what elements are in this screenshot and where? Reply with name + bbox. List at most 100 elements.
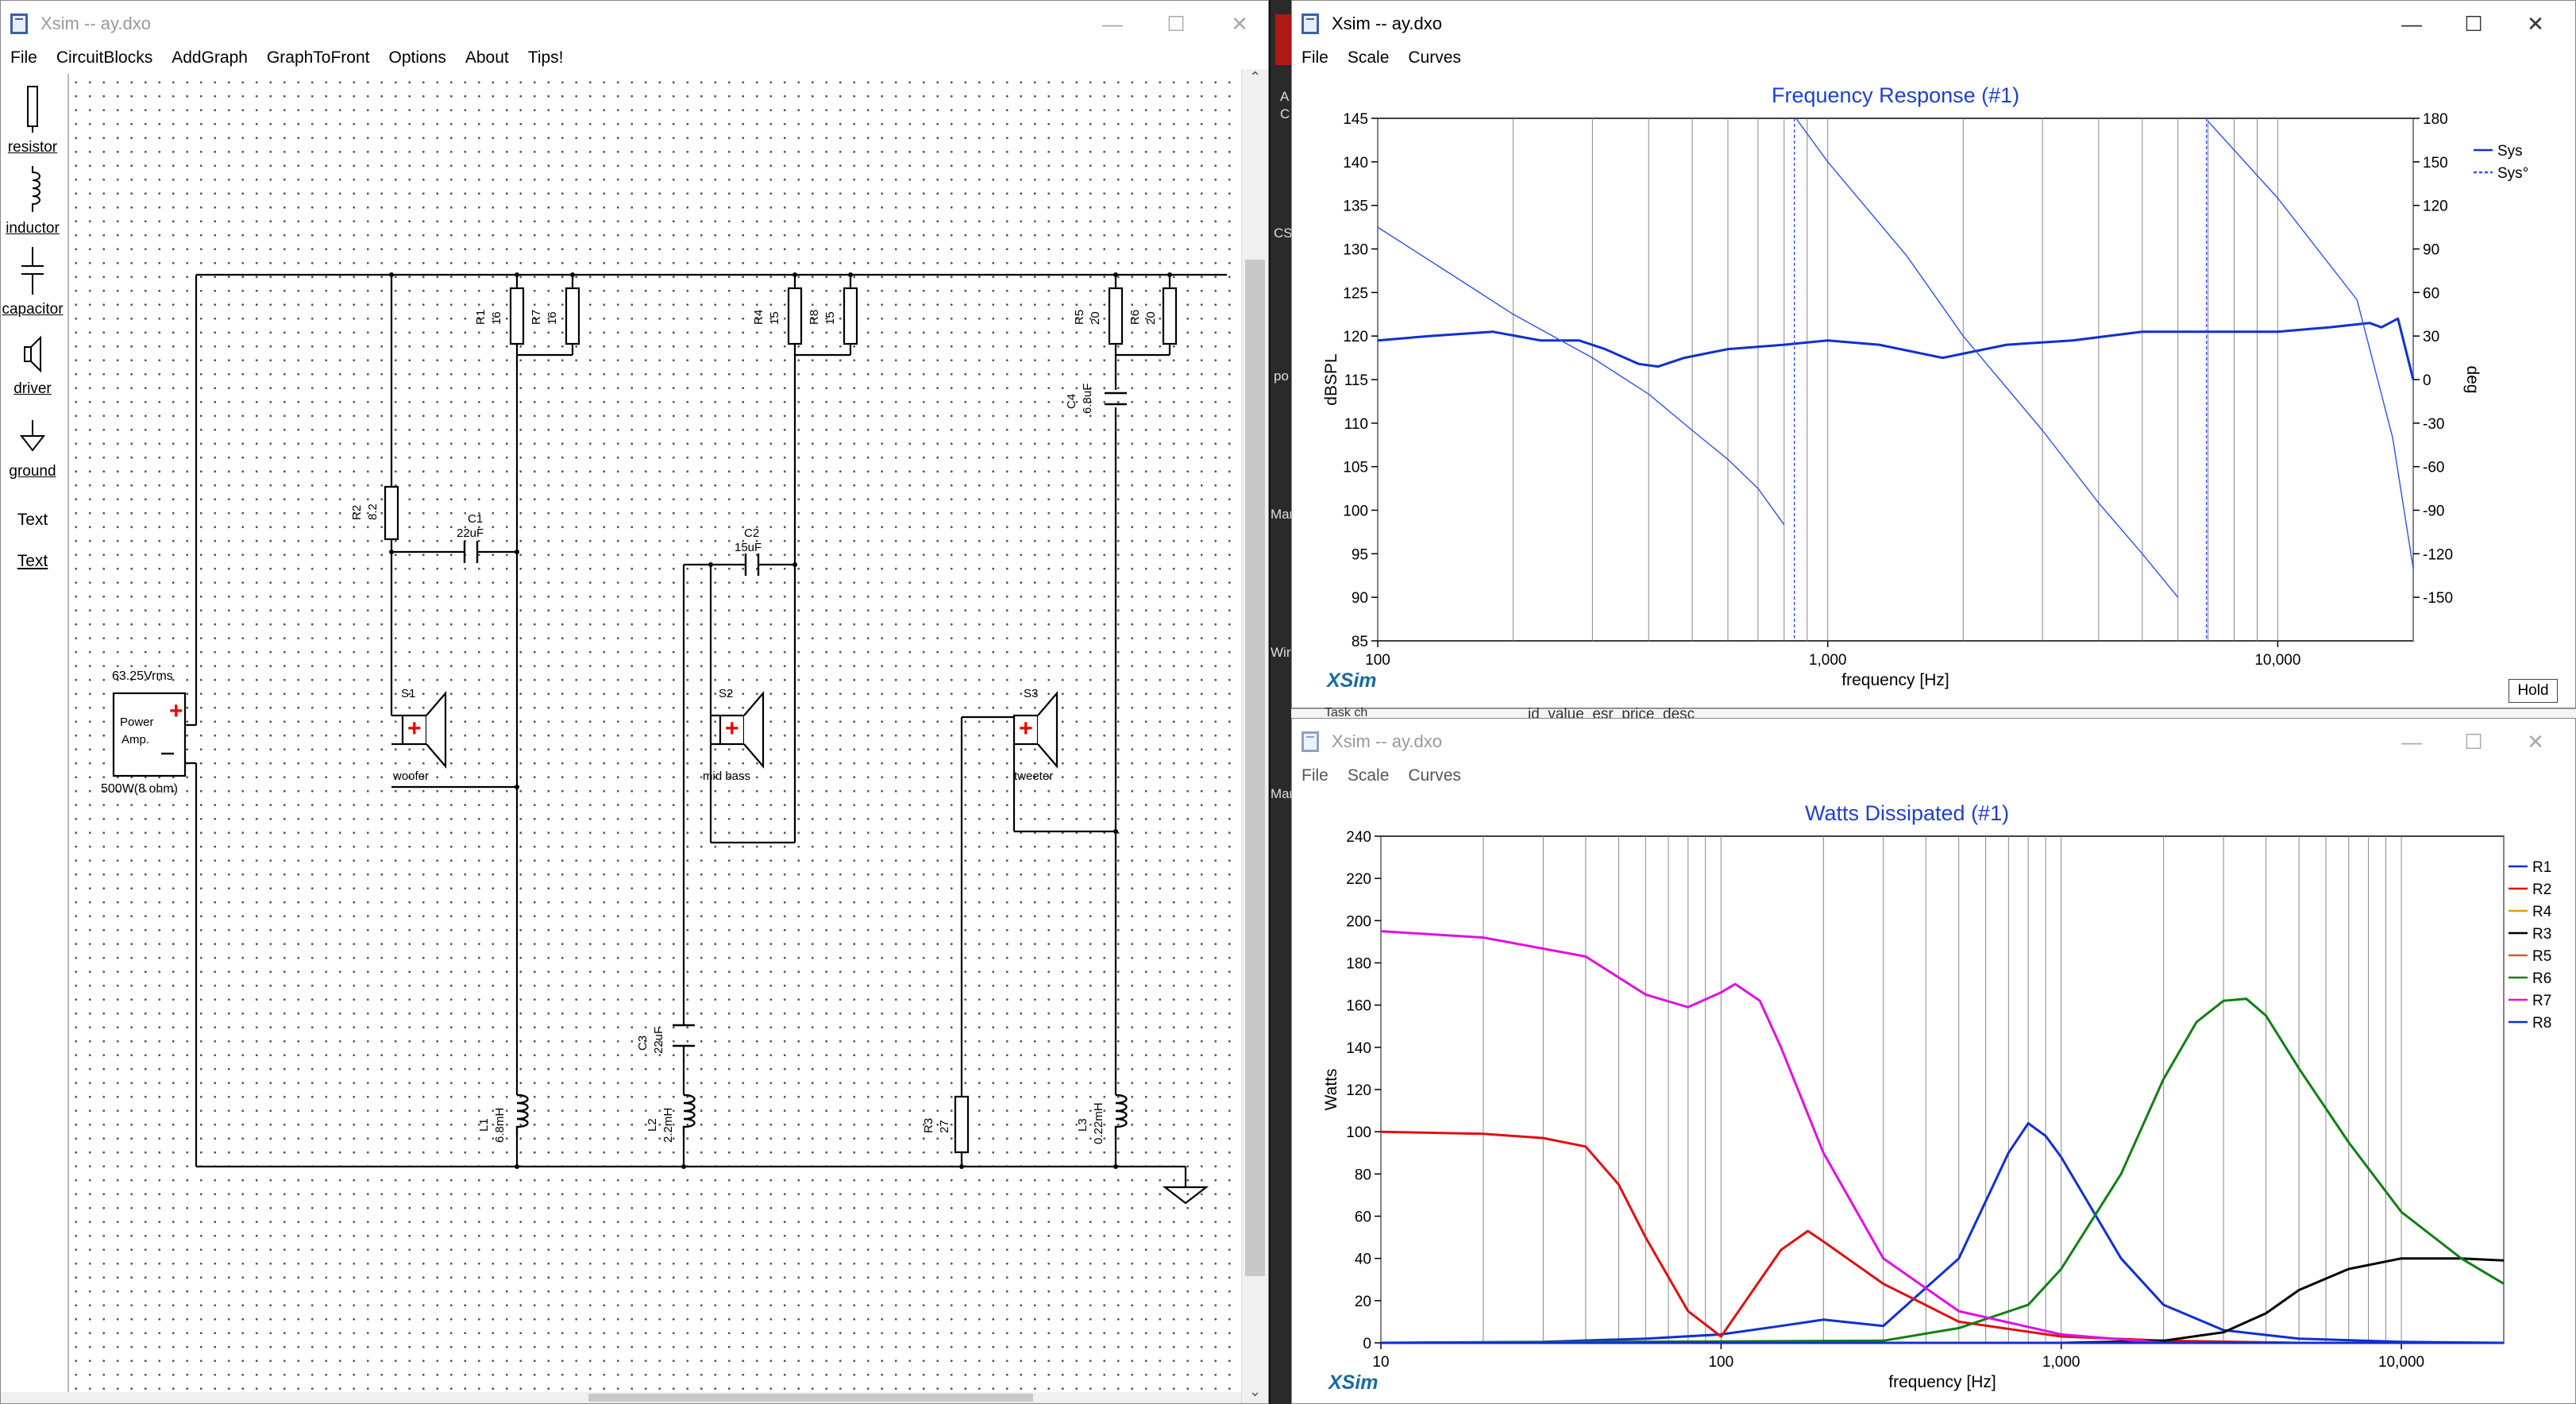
label-S1-type: woofer	[393, 770, 430, 783]
menu-file[interactable]: File	[10, 48, 37, 67]
scroll-down-icon[interactable]: ⌄	[1248, 1383, 1262, 1399]
y2-tick-label: 120	[2423, 199, 2448, 215]
hscroll-thumb[interactable]	[588, 1394, 1033, 1402]
watts-titlebar[interactable]: Xsim -- ay.dxo	[1292, 719, 2575, 765]
y2-tick-label: -150	[2423, 590, 2453, 607]
menu-curves[interactable]: Curves	[1408, 48, 1461, 67]
amp-rating: 500W(8 ohm)	[101, 782, 178, 796]
menu-curves[interactable]: Curves	[1408, 766, 1461, 785]
tool-resistor[interactable]: resistor	[1, 83, 64, 156]
series-line-R7	[1380, 930, 2164, 1344]
background-task-text: Task ch	[1325, 706, 1368, 719]
x-tick-label: 10,000	[2378, 1354, 2424, 1371]
menu-tips[interactable]: Tips!	[527, 48, 564, 67]
y2-axis-label: deg	[2463, 365, 2482, 393]
menu-options[interactable]: Options	[388, 48, 446, 67]
background-snippet: Wir	[1271, 645, 1291, 660]
minimize-icon[interactable]: —	[2401, 729, 2422, 754]
background-snippet: A	[1280, 89, 1290, 104]
tool-driver[interactable]: driver	[1, 334, 64, 398]
label-C2: C2	[744, 526, 760, 540]
tool-capacitor[interactable]: capacitor	[1, 245, 64, 318]
horizontal-scrollbar[interactable]	[1, 1392, 1241, 1403]
y-tick-label: 130	[1343, 242, 1368, 259]
menu-about[interactable]: About	[465, 48, 509, 67]
legend-entry: Sys°	[2497, 165, 2528, 182]
label-L1: L1	[477, 1118, 491, 1132]
schematic-diagram: + +++	[112, 272, 1227, 1205]
menu-file[interactable]: File	[1301, 48, 1328, 67]
tool-ground-label: ground	[9, 463, 56, 480]
label-S3-type: tweeter	[1014, 770, 1054, 783]
label-R4: R4	[752, 309, 765, 325]
frequency-titlebar[interactable]: Xsim -- ay.dxo	[1292, 1, 2575, 47]
amp-label-line1: Power	[120, 716, 154, 729]
y-tick-label: 60	[1355, 1209, 1371, 1226]
background-snippet: po	[1274, 368, 1289, 384]
menu-file[interactable]: File	[1301, 766, 1328, 785]
y-tick-label: 120	[1343, 329, 1368, 345]
label-L3-value: 0.22mH	[1092, 1102, 1105, 1144]
y2-tick-label: 0	[2423, 372, 2431, 389]
legend-entry: R1	[2532, 859, 2551, 876]
label-C1-value: 22uF	[457, 526, 484, 540]
menu-circuitblocks[interactable]: CircuitBlocks	[56, 48, 153, 67]
tool-inductor[interactable]: inductor	[1, 164, 64, 237]
y-tick-label: 180	[1346, 956, 1371, 973]
y-tick-label: 20	[1355, 1294, 1371, 1310]
series-line-R1	[1380, 1122, 2505, 1344]
maximize-icon[interactable]: ☐	[1167, 11, 1186, 36]
background-red-icon	[1275, 14, 1291, 65]
y-tick-label: 100	[1346, 1124, 1371, 1141]
ground-icon	[19, 420, 46, 452]
y2-tick-label: 30	[2423, 329, 2439, 345]
label-L3: L3	[1076, 1118, 1089, 1132]
label-C1: C1	[468, 512, 484, 526]
y-tick-label: 200	[1346, 913, 1371, 930]
legend-entry: R6	[2532, 970, 2551, 987]
app-icon	[10, 14, 28, 34]
window-title: Xsim -- ay.dxo	[1332, 731, 1442, 751]
y-tick-label: 145	[1343, 111, 1368, 128]
y-tick-label: 95	[1352, 546, 1368, 563]
y2-tick-label: 150	[2423, 155, 2448, 172]
scroll-up-icon[interactable]: ⌃	[1248, 69, 1262, 85]
tool-ground[interactable]: ground	[1, 418, 64, 480]
inductor-icon	[32, 166, 40, 212]
scroll-thumb[interactable]	[1245, 260, 1265, 1276]
menu-scale[interactable]: Scale	[1347, 48, 1390, 67]
y-tick-label: 140	[1346, 1040, 1371, 1057]
tool-text-link[interactable]: Text	[17, 552, 48, 570]
close-icon[interactable]: ✕	[2527, 729, 2544, 754]
menu-graphtofront[interactable]: GraphToFront	[266, 48, 370, 67]
frequency-response-chart[interactable]: 859095100105110115120125130135140145-150…	[1292, 1, 2576, 708]
vertical-scrollbar[interactable]: ⌃ ⌄	[1241, 69, 1268, 1403]
schematic-titlebar[interactable]: Xsim -- ay.dxo	[1, 1, 1268, 47]
hold-button[interactable]: Hold	[2509, 679, 2558, 703]
label-R5: R5	[1073, 309, 1086, 325]
y2-tick-label: 180	[2423, 111, 2448, 128]
y-tick-label: 85	[1352, 634, 1368, 650]
label-R8-value: 15	[823, 311, 837, 325]
close-icon[interactable]: ✕	[1231, 11, 1248, 36]
minimize-icon[interactable]: —	[1102, 11, 1123, 36]
label-S2-type: mid bass	[703, 770, 751, 783]
y-tick-label: 160	[1346, 998, 1371, 1015]
background-snippet: Mar	[1271, 786, 1294, 801]
label-R7: R7	[530, 309, 543, 325]
menu-addgraph[interactable]: AddGraph	[172, 48, 248, 67]
minimize-icon[interactable]: —	[2401, 11, 2422, 36]
tool-text[interactable]: Text	[17, 511, 48, 529]
maximize-icon[interactable]: ☐	[2464, 729, 2483, 754]
capacitor-icon	[21, 247, 44, 295]
label-C4: C4	[1065, 393, 1078, 409]
y-tick-label: 135	[1343, 199, 1368, 215]
maximize-icon[interactable]: ☐	[2464, 11, 2483, 36]
close-icon[interactable]: ✕	[2527, 11, 2544, 36]
tool-inductor-label: inductor	[6, 220, 60, 237]
y2-tick-label: 60	[2423, 285, 2439, 302]
y-tick-label: 240	[1346, 829, 1371, 846]
y-tick-label: 105	[1343, 460, 1368, 476]
menu-scale[interactable]: Scale	[1347, 766, 1390, 785]
